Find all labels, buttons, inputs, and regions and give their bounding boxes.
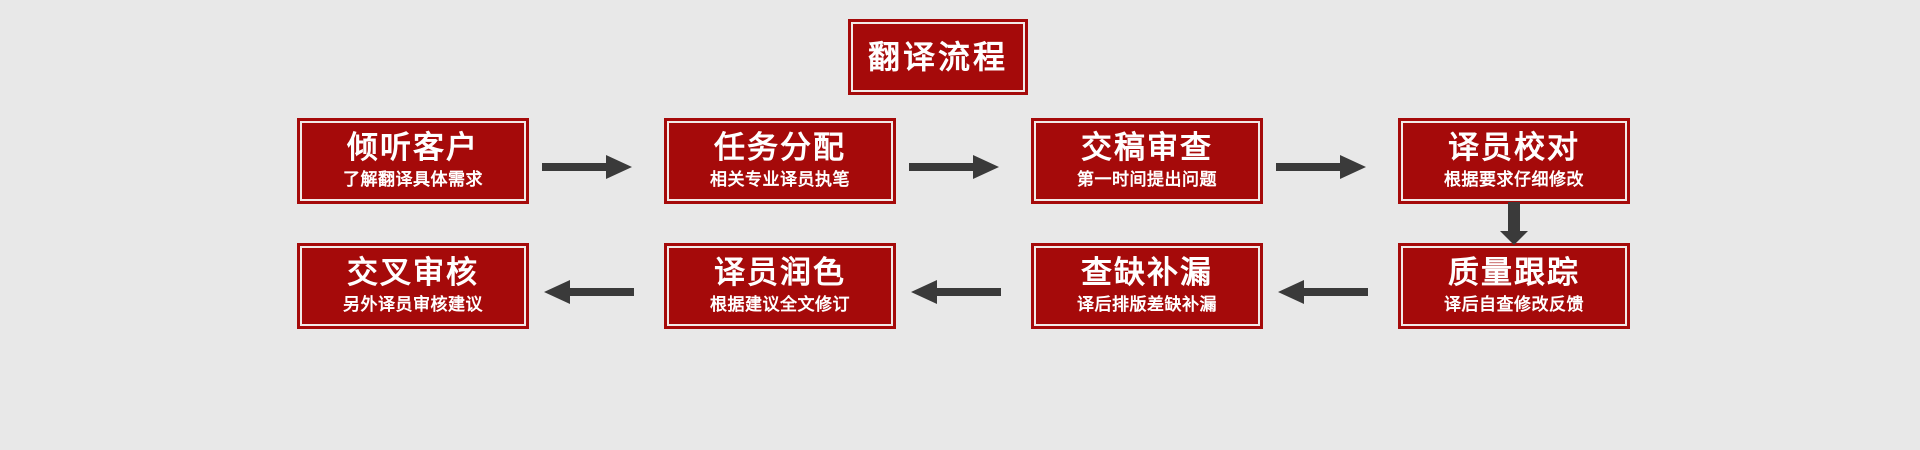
flow-node-subtitle: 根据要求仔细修改 — [1444, 170, 1584, 191]
flow-node-title: 交稿审查 — [1081, 130, 1213, 167]
flow-node-title: 交叉审核 — [347, 255, 479, 292]
flow-node-title: 查缺补漏 — [1081, 255, 1213, 292]
diagram-title-box: 翻译流程 — [848, 19, 1028, 95]
flow-node-step-5[interactable]: 质量跟踪 译后自查修改反馈 — [1398, 243, 1630, 329]
flow-node-subtitle: 另外译员审核建议 — [343, 295, 483, 316]
flow-node-step-8[interactable]: 交叉审核 另外译员审核建议 — [297, 243, 529, 329]
flow-node-inner: 译员润色 根据建议全文修订 — [667, 246, 893, 326]
arrow-right-icon — [907, 150, 1003, 184]
flow-node-inner: 查缺补漏 译后排版差缺补漏 — [1034, 246, 1260, 326]
flow-node-step-7[interactable]: 译员润色 根据建议全文修订 — [664, 243, 896, 329]
flow-node-title: 质量跟踪 — [1448, 255, 1580, 292]
flow-node-subtitle: 译后自查修改反馈 — [1444, 295, 1584, 316]
flow-node-title: 任务分配 — [714, 130, 846, 167]
flow-node-inner: 译员校对 根据要求仔细修改 — [1401, 121, 1627, 201]
flow-node-title: 倾听客户 — [347, 130, 479, 167]
diagram-title-inner: 翻译流程 — [851, 22, 1025, 92]
flow-node-step-1[interactable]: 倾听客户 了解翻译具体需求 — [297, 118, 529, 204]
flow-node-inner: 质量跟踪 译后自查修改反馈 — [1401, 246, 1627, 326]
arrow-left-icon — [1274, 275, 1370, 309]
arrow-left-icon — [540, 275, 636, 309]
flow-node-step-6[interactable]: 查缺补漏 译后排版差缺补漏 — [1031, 243, 1263, 329]
flow-node-subtitle: 了解翻译具体需求 — [343, 170, 483, 191]
flow-node-inner: 交稿审查 第一时间提出问题 — [1034, 121, 1260, 201]
flow-node-inner: 交叉审核 另外译员审核建议 — [300, 246, 526, 326]
arrow-down-icon — [1494, 202, 1534, 247]
arrow-left-icon — [907, 275, 1003, 309]
flow-node-inner: 倾听客户 了解翻译具体需求 — [300, 121, 526, 201]
arrow-right-icon — [540, 150, 636, 184]
flow-node-title: 译员校对 — [1448, 130, 1580, 167]
flow-node-subtitle: 根据建议全文修订 — [710, 295, 850, 316]
flow-node-subtitle: 译后排版差缺补漏 — [1077, 295, 1217, 316]
flow-node-inner: 任务分配 相关专业译员执笔 — [667, 121, 893, 201]
diagram-title-text: 翻译流程 — [867, 37, 1008, 76]
flow-node-title: 译员润色 — [714, 255, 846, 292]
flow-node-step-4[interactable]: 译员校对 根据要求仔细修改 — [1398, 118, 1630, 204]
flow-node-step-3[interactable]: 交稿审查 第一时间提出问题 — [1031, 118, 1263, 204]
arrow-right-icon — [1274, 150, 1370, 184]
flow-node-subtitle: 相关专业译员执笔 — [710, 170, 850, 191]
flow-node-subtitle: 第一时间提出问题 — [1077, 170, 1217, 191]
flow-node-step-2[interactable]: 任务分配 相关专业译员执笔 — [664, 118, 896, 204]
